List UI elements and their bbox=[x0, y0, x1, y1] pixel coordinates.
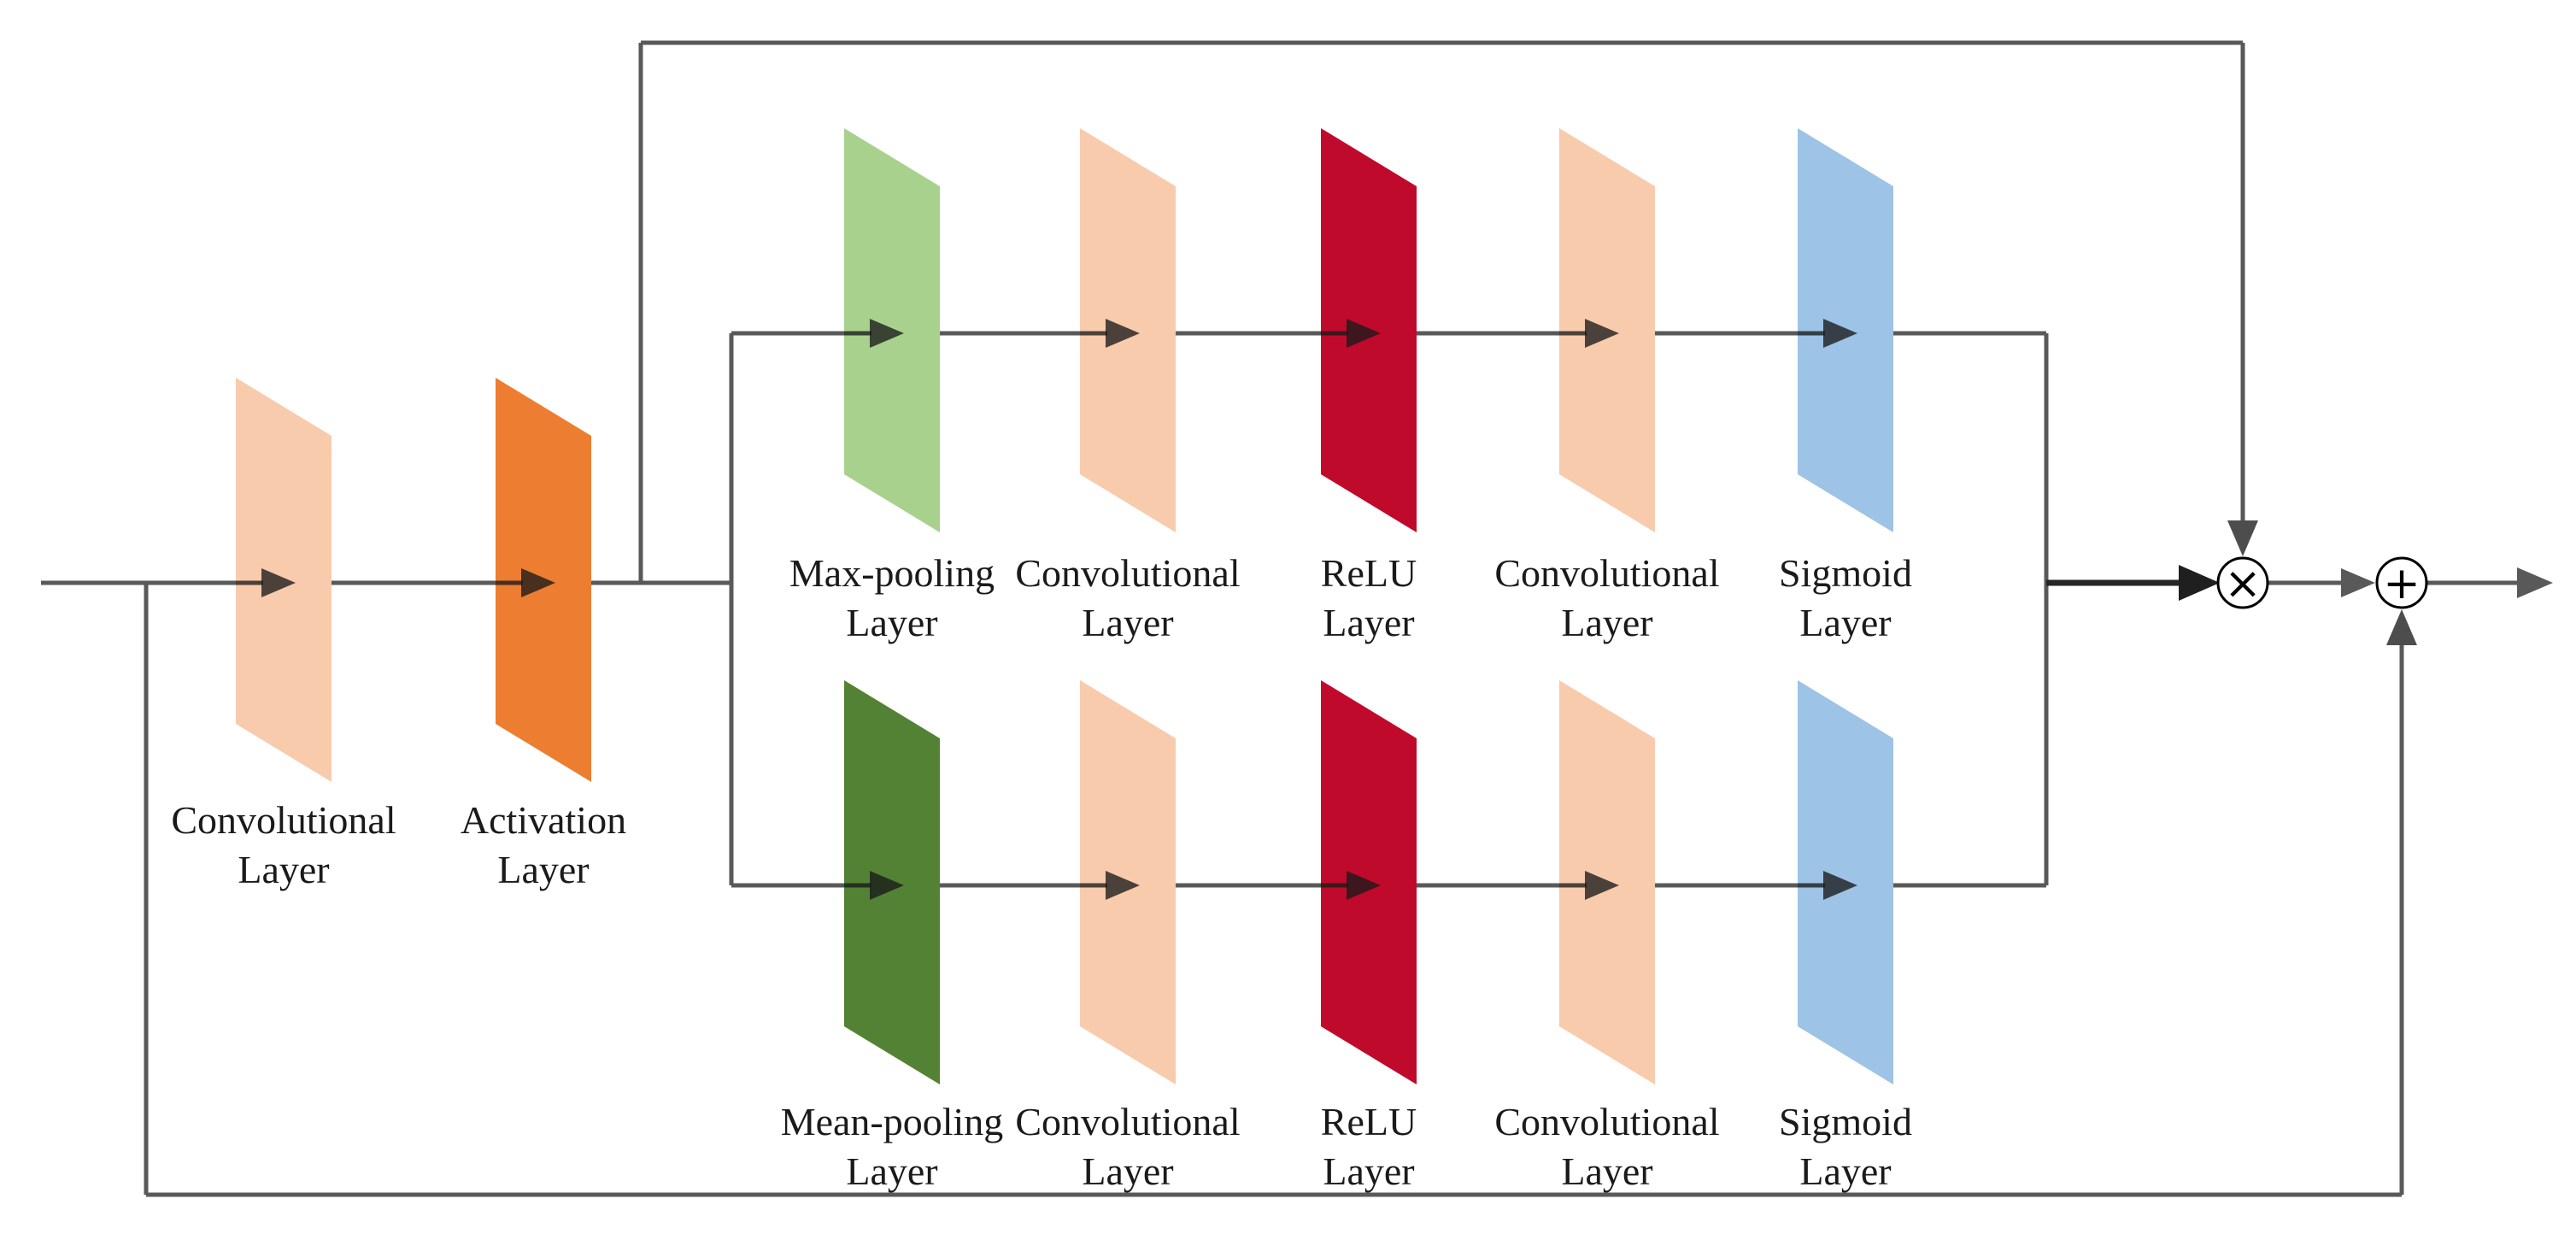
arrowhead-into-meanpool bbox=[870, 871, 904, 900]
arrowhead-add-rise bbox=[2386, 609, 2417, 645]
layer-label-sigmoid-bottom-line2: Layer bbox=[1799, 1149, 1891, 1193]
layer-label-conv-bottom-2-line2: Layer bbox=[1561, 1149, 1652, 1193]
layer-label-conv-top-1-line1: Convolutional bbox=[1015, 551, 1240, 595]
layer-label-relu-bottom-line1: ReLU bbox=[1321, 1100, 1417, 1143]
arrowhead-into-conv-top-2 bbox=[1585, 319, 1619, 348]
arrowhead-into-sigmoid-bottom bbox=[1823, 871, 1857, 900]
arrowhead-into-relu-top bbox=[1347, 319, 1381, 348]
arrowhead-into-maxpool bbox=[870, 319, 904, 348]
layer-label-activation-line2: Layer bbox=[497, 848, 589, 891]
layer-label-maxpool-line2: Layer bbox=[846, 601, 937, 644]
layer-label-sigmoid-top-line1: Sigmoid bbox=[1779, 551, 1912, 595]
arrowhead-into-add bbox=[2341, 568, 2375, 597]
multiply-node bbox=[2216, 556, 2269, 609]
layer-label-meanpool-line2: Layer bbox=[846, 1149, 937, 1193]
arrowhead-into-multiply bbox=[2179, 565, 2220, 601]
arrowhead-into-relu-bottom bbox=[1347, 871, 1381, 900]
arrowhead-multiply-drop bbox=[2227, 520, 2258, 556]
layer-label-conv-bottom-1-line2: Layer bbox=[1082, 1149, 1173, 1193]
layer-label-conv-top-2-line2: Layer bbox=[1561, 601, 1652, 644]
arrowhead-into-conv-bottom-2 bbox=[1585, 871, 1619, 900]
add-symbol: + bbox=[2383, 558, 2421, 609]
arrowhead-into-sigmoid-top bbox=[1823, 319, 1857, 348]
layer-label-conv-input-line2: Layer bbox=[238, 848, 329, 891]
multiply-symbol: × bbox=[2224, 558, 2262, 609]
layer-label-sigmoid-bottom-line1: Sigmoid bbox=[1779, 1100, 1912, 1143]
add-node bbox=[2375, 556, 2428, 609]
arrowhead-into-conv-input bbox=[261, 568, 296, 597]
arrowhead-into-conv-bottom-1 bbox=[1106, 871, 1140, 900]
layer-label-maxpool-line1: Max-pooling bbox=[789, 551, 995, 595]
layer-label-relu-bottom-line2: Layer bbox=[1323, 1149, 1414, 1193]
layer-label-activation-line1: Activation bbox=[461, 798, 626, 842]
arrowhead-output bbox=[2517, 567, 2553, 598]
layer-label-conv-top-2-line1: Convolutional bbox=[1494, 551, 1719, 595]
layer-label-sigmoid-top-line2: Layer bbox=[1799, 601, 1891, 644]
layer-label-conv-bottom-2-line1: Convolutional bbox=[1494, 1100, 1719, 1143]
layer-label-relu-top-line1: ReLU bbox=[1321, 551, 1417, 595]
arrowhead-into-activation bbox=[521, 568, 555, 597]
layer-label-relu-top-line2: Layer bbox=[1323, 601, 1414, 644]
layer-label-meanpool-line1: Mean-pooling bbox=[781, 1100, 1004, 1143]
layer-label-conv-input-line1: Convolutional bbox=[171, 798, 396, 842]
layer-label-conv-top-1-line2: Layer bbox=[1082, 601, 1173, 644]
layer-label-conv-bottom-1-line1: Convolutional bbox=[1015, 1100, 1240, 1143]
arrowhead-into-conv-top-1 bbox=[1106, 319, 1140, 348]
